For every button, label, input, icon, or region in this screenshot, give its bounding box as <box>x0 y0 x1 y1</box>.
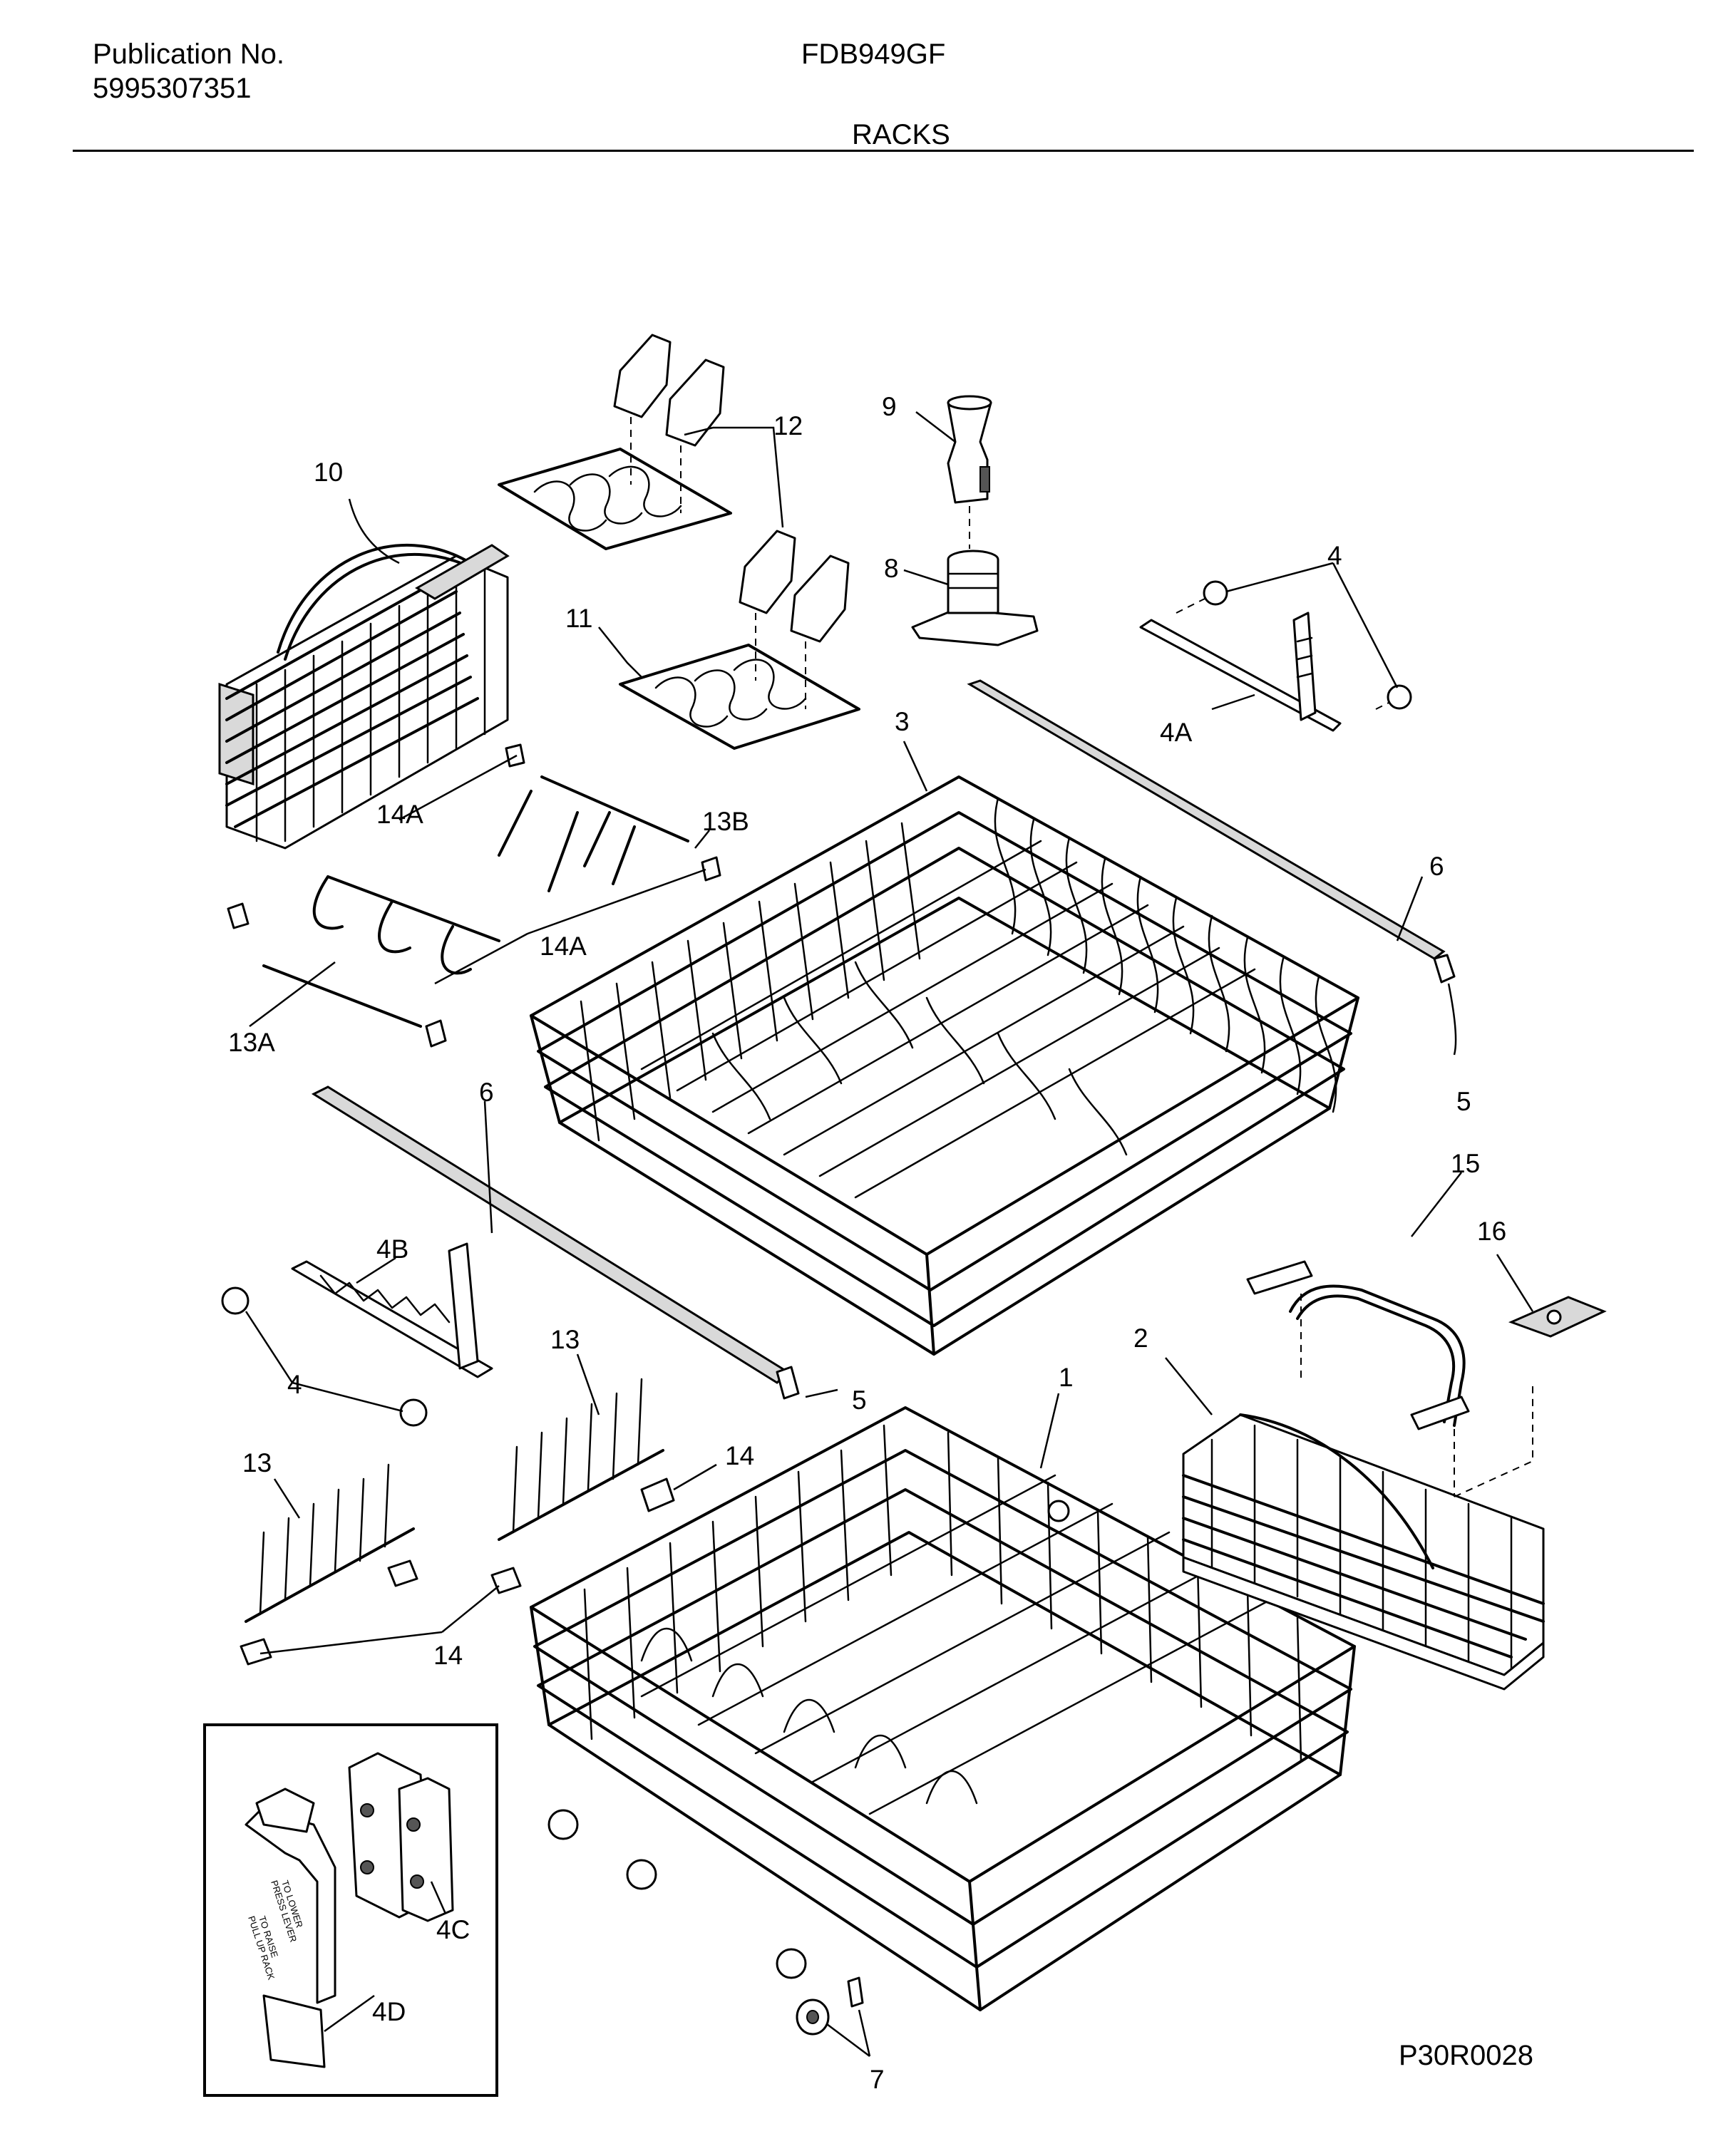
part-6-rail-right <box>967 679 1456 984</box>
publication-label: Publication No. <box>93 38 285 70</box>
callout-13-mid: 13 <box>550 1325 580 1354</box>
callout-5-mid: 5 <box>852 1386 867 1415</box>
leader-lines <box>245 411 1534 2057</box>
part-13-tines-left <box>245 1463 415 1623</box>
callout-12: 12 <box>773 411 803 440</box>
part-6-rail-left <box>311 1085 800 1400</box>
part-7-wheel <box>796 1976 864 2036</box>
header-rule <box>73 150 1694 152</box>
part-12-clips <box>613 334 850 709</box>
inset-detail: TO LOWER PRESS LEVER TO RAISE PULL UP RA… <box>203 1723 498 2097</box>
part-15-handle <box>1246 1260 1533 1497</box>
part-13b-insert <box>498 743 721 892</box>
callout-11: 11 <box>565 604 592 633</box>
callout-5-right: 5 <box>1456 1087 1471 1116</box>
model-number: FDB949GF <box>801 38 946 70</box>
callout-14a-top: 14A <box>376 800 423 829</box>
part-8-manifold <box>911 550 1039 646</box>
callout-8: 8 <box>884 554 899 583</box>
callout-4-top: 4 <box>1327 541 1342 570</box>
part-4b-adjuster <box>221 1242 493 1427</box>
callout-14a-mid: 14A <box>540 932 587 961</box>
callout-13b: 13B <box>702 807 749 836</box>
callout-15: 15 <box>1451 1149 1480 1178</box>
callout-6-right: 6 <box>1429 852 1444 881</box>
drawing-code: P30R0028 <box>1399 2040 1534 2071</box>
part-10-basket <box>218 544 510 850</box>
callout-7: 7 <box>870 2065 885 2094</box>
callout-10: 10 <box>314 458 343 487</box>
callout-1: 1 <box>1059 1363 1074 1392</box>
callout-labels: 10 11 12 9 8 4 4A 3 6 5 14A 13B 14A 13A … <box>228 392 1506 2094</box>
callout-4-left: 4 <box>287 1370 302 1399</box>
callout-13a: 13A <box>228 1028 275 1057</box>
publication-number: 5995307351 <box>93 73 252 104</box>
part-4a-adjuster <box>1139 580 1412 732</box>
section-title: RACKS <box>852 119 950 150</box>
callout-16: 16 <box>1477 1217 1506 1246</box>
part-13a-insert <box>227 875 500 1048</box>
part-3-upper-rack <box>530 775 1359 1356</box>
part-9-nozzle <box>947 395 992 504</box>
callout-2: 2 <box>1133 1324 1148 1353</box>
callout-6-left: 6 <box>479 1078 494 1107</box>
callout-4b: 4B <box>376 1234 408 1264</box>
part-13-tines-mid <box>498 1378 664 1541</box>
callout-13-left: 13 <box>242 1448 272 1477</box>
callout-14-bottom: 14 <box>433 1641 463 1670</box>
callout-9: 9 <box>882 392 897 421</box>
part-2-basket <box>1182 1413 1545 1691</box>
part-14-clips <box>240 1477 675 1666</box>
callout-14-right: 14 <box>725 1441 754 1470</box>
callout-4c: 4C <box>436 1915 470 1944</box>
part-16-plate <box>1508 1296 1607 1338</box>
callout-4d: 4D <box>372 1997 406 2026</box>
callout-3: 3 <box>895 707 910 736</box>
part-1-lower-rack <box>530 1406 1356 2011</box>
callout-4a: 4A <box>1160 718 1193 747</box>
part-11-shelves <box>498 448 860 750</box>
